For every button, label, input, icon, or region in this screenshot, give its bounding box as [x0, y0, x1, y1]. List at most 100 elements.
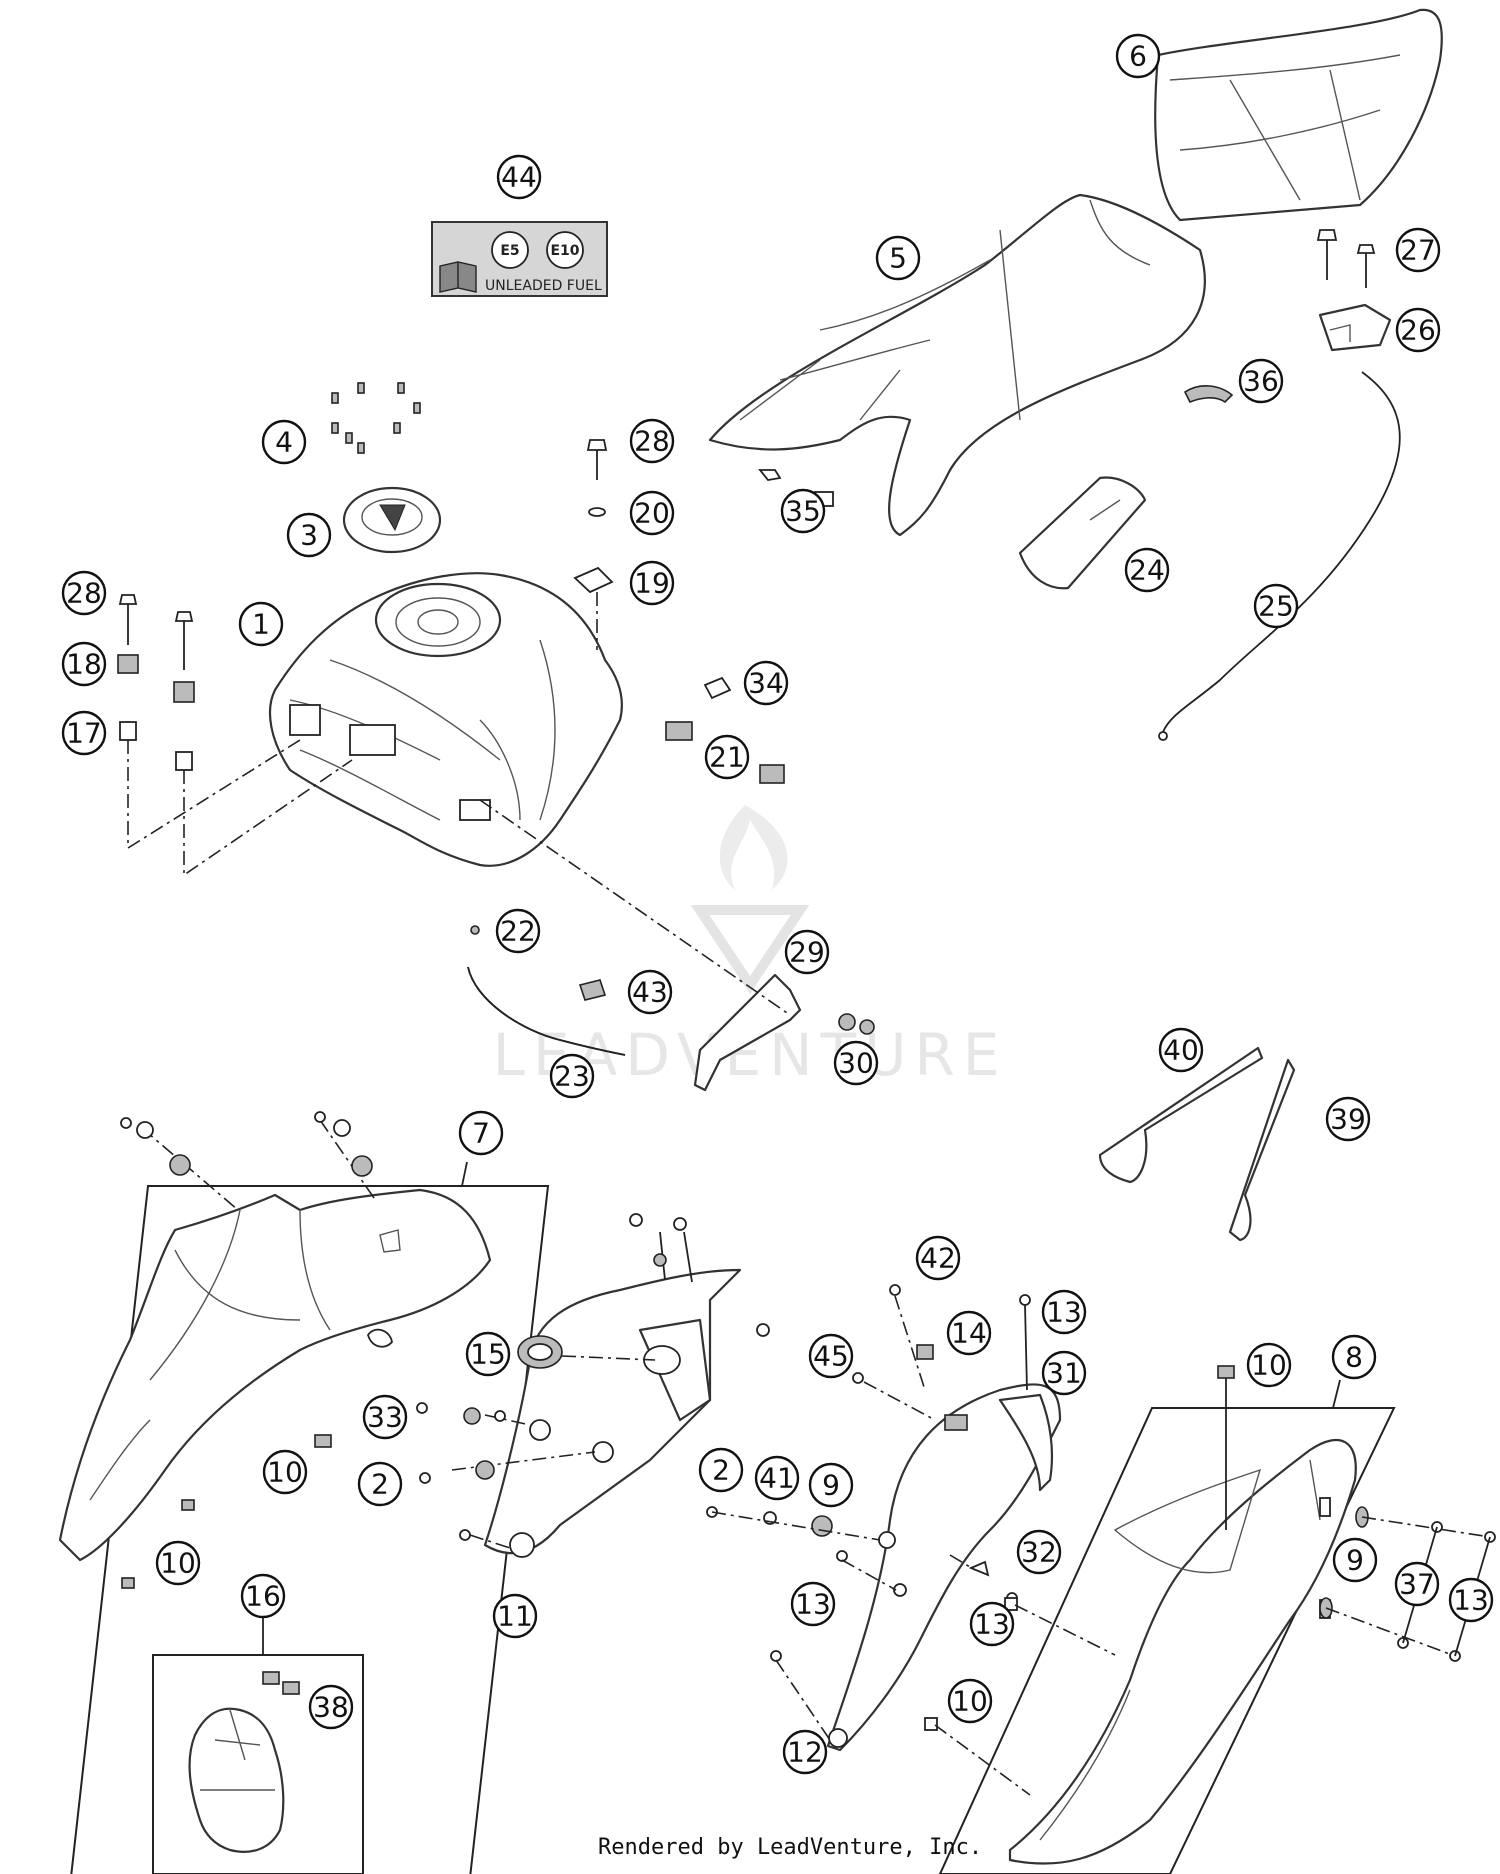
svg-text:38: 38 [313, 1691, 349, 1724]
svg-text:14: 14 [951, 1317, 987, 1350]
fuel-cap-screws [331, 382, 421, 454]
callout-23: 23 [549, 1053, 595, 1099]
callout-11: 11 [492, 1593, 538, 1639]
svg-text:24: 24 [1129, 554, 1165, 587]
fuel-cap [342, 486, 442, 554]
svg-text:13: 13 [974, 1608, 1010, 1641]
callout-32: 32 [1016, 1529, 1062, 1575]
svg-text:7: 7 [472, 1117, 490, 1150]
svg-text:17: 17 [66, 717, 102, 750]
callout-39: 39 [1325, 1096, 1371, 1142]
clips-left [121, 1434, 332, 1589]
callout-41: 41 [754, 1455, 800, 1501]
rider-seat [708, 193, 1206, 537]
callout-14: 14 [946, 1310, 992, 1356]
svg-text:45: 45 [813, 1340, 849, 1373]
svg-text:40: 40 [1163, 1034, 1199, 1067]
svg-text:15: 15 [470, 1338, 506, 1371]
tank-hoses-and-bracket [467, 799, 875, 1092]
footer-credit: Rendered by LeadVenture, Inc. [598, 1835, 982, 1860]
callout-10: 10 [1246, 1342, 1292, 1388]
svg-text:9: 9 [1346, 1544, 1364, 1577]
svg-text:10: 10 [1251, 1349, 1287, 1382]
callout-1: 1 [238, 601, 284, 647]
callout-40: 40 [1158, 1027, 1204, 1073]
callout-28: 28 [61, 570, 107, 616]
callout-20: 20 [629, 490, 675, 536]
inner-panel [416, 1213, 770, 1558]
small-cover-group [152, 1617, 364, 1874]
callout-5: 5 [875, 235, 921, 281]
seat-lock-parts [758, 229, 1401, 741]
watermark-v-icon [690, 905, 810, 995]
side-cover-group [924, 1365, 1496, 1874]
callout-10: 10 [947, 1678, 993, 1724]
pillion-seat [1154, 8, 1443, 222]
svg-text:29: 29 [789, 936, 825, 969]
svg-text:26: 26 [1400, 314, 1436, 347]
svg-text:30: 30 [838, 1047, 874, 1080]
svg-text:31: 31 [1046, 1357, 1082, 1390]
svg-text:28: 28 [634, 425, 670, 458]
svg-text:16: 16 [245, 1580, 281, 1613]
callout-13: 13 [1448, 1577, 1494, 1623]
side-stickers [1098, 1046, 1296, 1242]
callout-2: 2 [698, 1447, 744, 1493]
fuel-label-text: UNLEADED FUEL [485, 278, 602, 294]
callout-9: 9 [1332, 1537, 1378, 1583]
svg-text:2: 2 [712, 1454, 730, 1487]
svg-text:2: 2 [371, 1468, 389, 1501]
callout-18: 18 [61, 641, 107, 687]
callout-21: 21 [704, 734, 750, 780]
tank-mount-hardware-left [117, 594, 353, 877]
callout-15: 15 [465, 1331, 511, 1377]
callout-3: 3 [286, 512, 332, 558]
svg-text:13: 13 [795, 1588, 831, 1621]
svg-text:10: 10 [267, 1456, 303, 1489]
callout-13: 13 [969, 1601, 1015, 1647]
callout-45: 45 [808, 1333, 854, 1379]
svg-text:23: 23 [554, 1060, 590, 1093]
watermark: LEADVENTURE [493, 805, 999, 1089]
callout-35: 35 [780, 488, 826, 534]
svg-text:11: 11 [497, 1600, 533, 1633]
svg-text:27: 27 [1400, 234, 1436, 267]
svg-text:22: 22 [500, 915, 536, 948]
tank-cover-group [58, 1111, 550, 1874]
manual-book-icon [439, 261, 477, 293]
callout-8: 8 [1331, 1334, 1377, 1380]
svg-text:20: 20 [634, 497, 670, 530]
tank-clips [665, 676, 785, 784]
svg-text:13: 13 [1046, 1296, 1082, 1329]
fuel-label-sticker: E5 E10 UNLEADED FUEL [431, 221, 608, 297]
callout-27: 27 [1395, 227, 1441, 273]
svg-text:3: 3 [300, 519, 318, 552]
svg-text:37: 37 [1399, 1568, 1435, 1601]
svg-text:32: 32 [1021, 1536, 1057, 1569]
svg-text:43: 43 [632, 976, 668, 1009]
badge-e5: E5 [500, 243, 519, 259]
svg-text:34: 34 [748, 667, 784, 700]
svg-text:39: 39 [1330, 1103, 1366, 1136]
svg-text:21: 21 [709, 741, 745, 774]
svg-text:33: 33 [367, 1401, 403, 1434]
callout-29: 29 [784, 929, 830, 975]
callout-25: 25 [1253, 583, 1299, 629]
callout-9: 9 [808, 1462, 854, 1508]
callout-42: 42 [915, 1235, 961, 1281]
callout-19: 19 [629, 560, 675, 606]
badge-e10: E10 [550, 243, 579, 259]
callout-13: 13 [790, 1581, 836, 1627]
svg-text:35: 35 [785, 495, 821, 528]
callout-33: 33 [362, 1394, 408, 1440]
svg-text:28: 28 [66, 577, 102, 610]
callout-36: 36 [1238, 358, 1284, 404]
svg-text:4: 4 [275, 426, 293, 459]
svg-text:1: 1 [252, 608, 270, 641]
callout-13: 13 [1041, 1289, 1087, 1335]
callout-16: 16 [240, 1573, 286, 1619]
svg-text:8: 8 [1345, 1341, 1363, 1374]
svg-text:13: 13 [1453, 1584, 1489, 1617]
callout-43: 43 [627, 969, 673, 1015]
callout-17: 17 [61, 710, 107, 756]
